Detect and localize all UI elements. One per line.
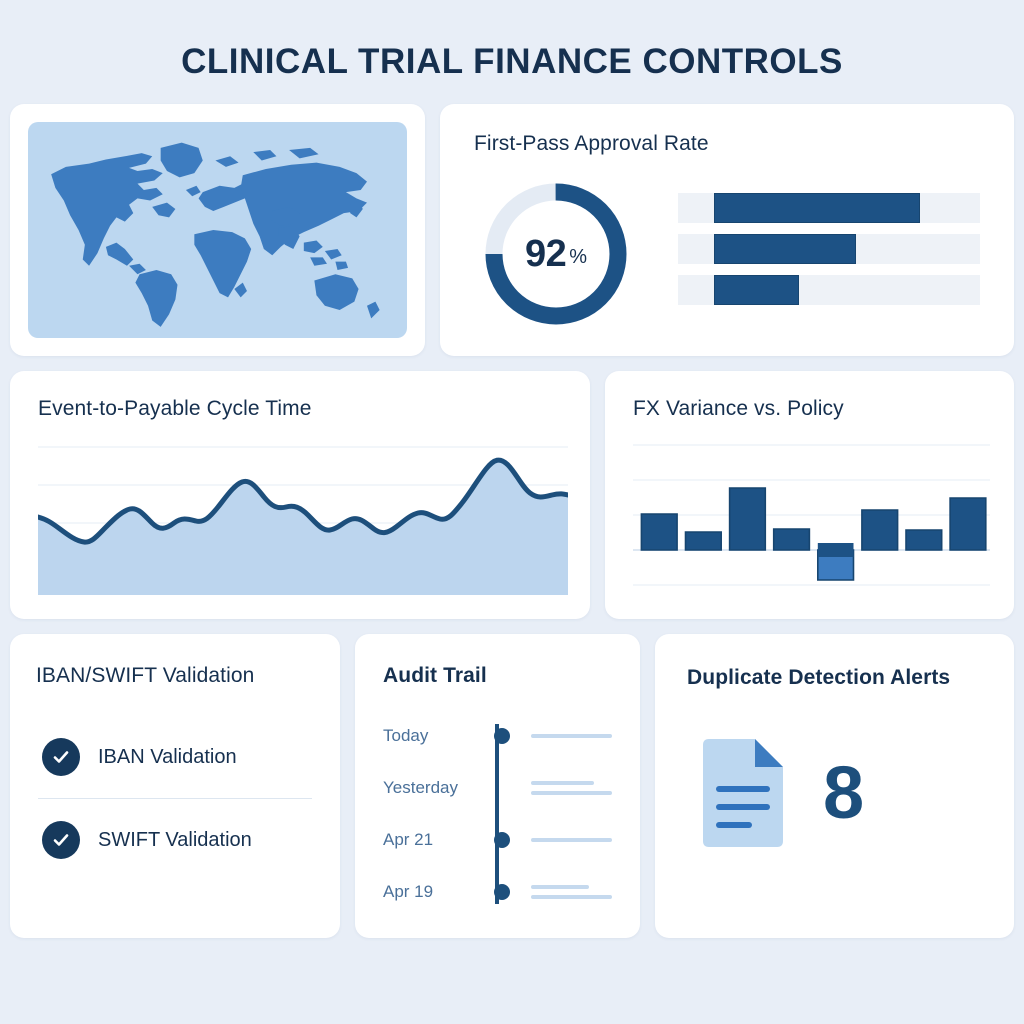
audit-placeholder-line [531, 895, 612, 899]
validation-card-title: IBAN/SWIFT Validation [36, 664, 255, 687]
duplicate-detection-title: Duplicate Detection Alerts [687, 666, 951, 689]
dashboard-row-3: IBAN/SWIFT Validation IBAN Validation SW… [10, 634, 1014, 938]
audit-placeholder-line [531, 791, 612, 795]
audit-entry-date: Yesterday [383, 778, 458, 797]
approval-bar-fill [714, 192, 920, 223]
cycle-time-line [38, 457, 568, 545]
first-pass-approval-card: First-Pass Approval Rate 92 % [440, 104, 1014, 356]
audit-entry-detail [531, 879, 612, 905]
approval-card-title: First-Pass Approval Rate [474, 132, 709, 155]
audit-trail-title: Audit Trail [383, 664, 487, 687]
audit-entry-date: Today [383, 726, 429, 745]
audit-entry-date: Apr 21 [383, 830, 434, 849]
fx-bars [640, 487, 987, 581]
approval-bar-row [678, 192, 980, 223]
approval-bar-list [678, 192, 980, 316]
dashboard-row-1: First-Pass Approval Rate 92 % [10, 104, 1014, 356]
validation-item-swift[interactable]: SWIFT Validation [36, 799, 314, 881]
approval-bar-row [678, 233, 980, 264]
fx-bar [949, 497, 987, 551]
validation-divider [38, 798, 312, 799]
audit-timeline-spine [495, 724, 499, 904]
cycle-time-title: Event-to-Payable Cycle Time [38, 397, 312, 420]
donut-svg [485, 183, 627, 325]
approval-card-body: 92 % [474, 178, 984, 330]
audit-entry-date: Apr 19 [383, 882, 434, 901]
validation-item-label: SWIFT Validation [98, 828, 252, 851]
cycle-time-card: Event-to-Payable Cycle Time [10, 371, 590, 619]
approval-bar-fill [714, 233, 857, 264]
audit-placeholder-line [531, 781, 595, 785]
audit-entry[interactable]: Yesterday [383, 762, 612, 814]
audit-dot-icon [487, 780, 517, 796]
fx-bar-negative-cap [817, 543, 854, 557]
fx-bar [772, 528, 811, 551]
duplicate-detection-card: Duplicate Detection Alerts 8 [655, 634, 1014, 938]
document-icon-svg [703, 739, 783, 848]
document-icon [697, 737, 789, 849]
audit-placeholder-line [531, 885, 590, 889]
fx-variance-title: FX Variance vs. Policy [633, 397, 844, 420]
validation-item-label: IBAN Validation [98, 745, 237, 768]
iban-swift-validation-card: IBAN/SWIFT Validation IBAN Validation SW… [10, 634, 340, 938]
donut-center-label: 92 % [480, 178, 632, 330]
validation-item-iban[interactable]: IBAN Validation [36, 716, 314, 798]
audit-trail-list: Today Yesterday Apr 21 [383, 710, 612, 918]
dashboard-row-2: Event-to-Payable Cycle Time FX Variance … [10, 371, 1014, 619]
fx-bar [905, 529, 943, 551]
fx-bar [640, 513, 678, 551]
page-title: CLINICAL TRIAL FINANCE CONTROLS [181, 42, 843, 81]
audit-entry[interactable]: Apr 19 [383, 866, 612, 918]
donut-value: 92 [524, 232, 567, 275]
cycle-time-chart [38, 435, 568, 595]
fx-variance-chart [633, 435, 990, 595]
audit-entry-detail [531, 775, 612, 801]
fx-variance-card: FX Variance vs. Policy [605, 371, 1014, 619]
check-icon [53, 751, 69, 763]
approval-donut-chart: 92 % [480, 178, 632, 330]
audit-dot-icon [487, 884, 517, 900]
audit-placeholder-line [531, 838, 612, 842]
chart-gridlines [633, 444, 990, 586]
world-map [28, 122, 407, 338]
audit-trail-card: Audit Trail Today Yesterday [355, 634, 640, 938]
approval-bar-fill [714, 274, 799, 305]
fx-bar [728, 487, 767, 551]
check-icon [53, 834, 69, 846]
audit-placeholder-line [531, 734, 612, 738]
approval-bar-row [678, 274, 980, 305]
fx-bar [684, 531, 722, 551]
fx-variance-bar-chart [633, 444, 990, 586]
donut-unit: % [569, 246, 588, 268]
donut-value-arc [485, 183, 627, 325]
check-circle-icon [42, 738, 80, 776]
cycle-time-area-fill [38, 460, 568, 595]
global-map-card [10, 104, 425, 356]
duplicate-detection-body: 8 [697, 737, 982, 849]
duplicate-alert-count: 8 [823, 751, 865, 835]
audit-dot-icon [487, 728, 517, 744]
audit-entry-detail [531, 728, 612, 744]
check-circle-icon [42, 821, 80, 859]
cycle-time-area-chart [38, 446, 568, 595]
world-map-icon [51, 142, 380, 327]
audit-entry[interactable]: Apr 21 [383, 814, 612, 866]
audit-dot-icon [487, 832, 517, 848]
audit-entry[interactable]: Today [383, 710, 612, 762]
fx-bar [861, 509, 899, 551]
audit-entry-detail [531, 832, 612, 848]
